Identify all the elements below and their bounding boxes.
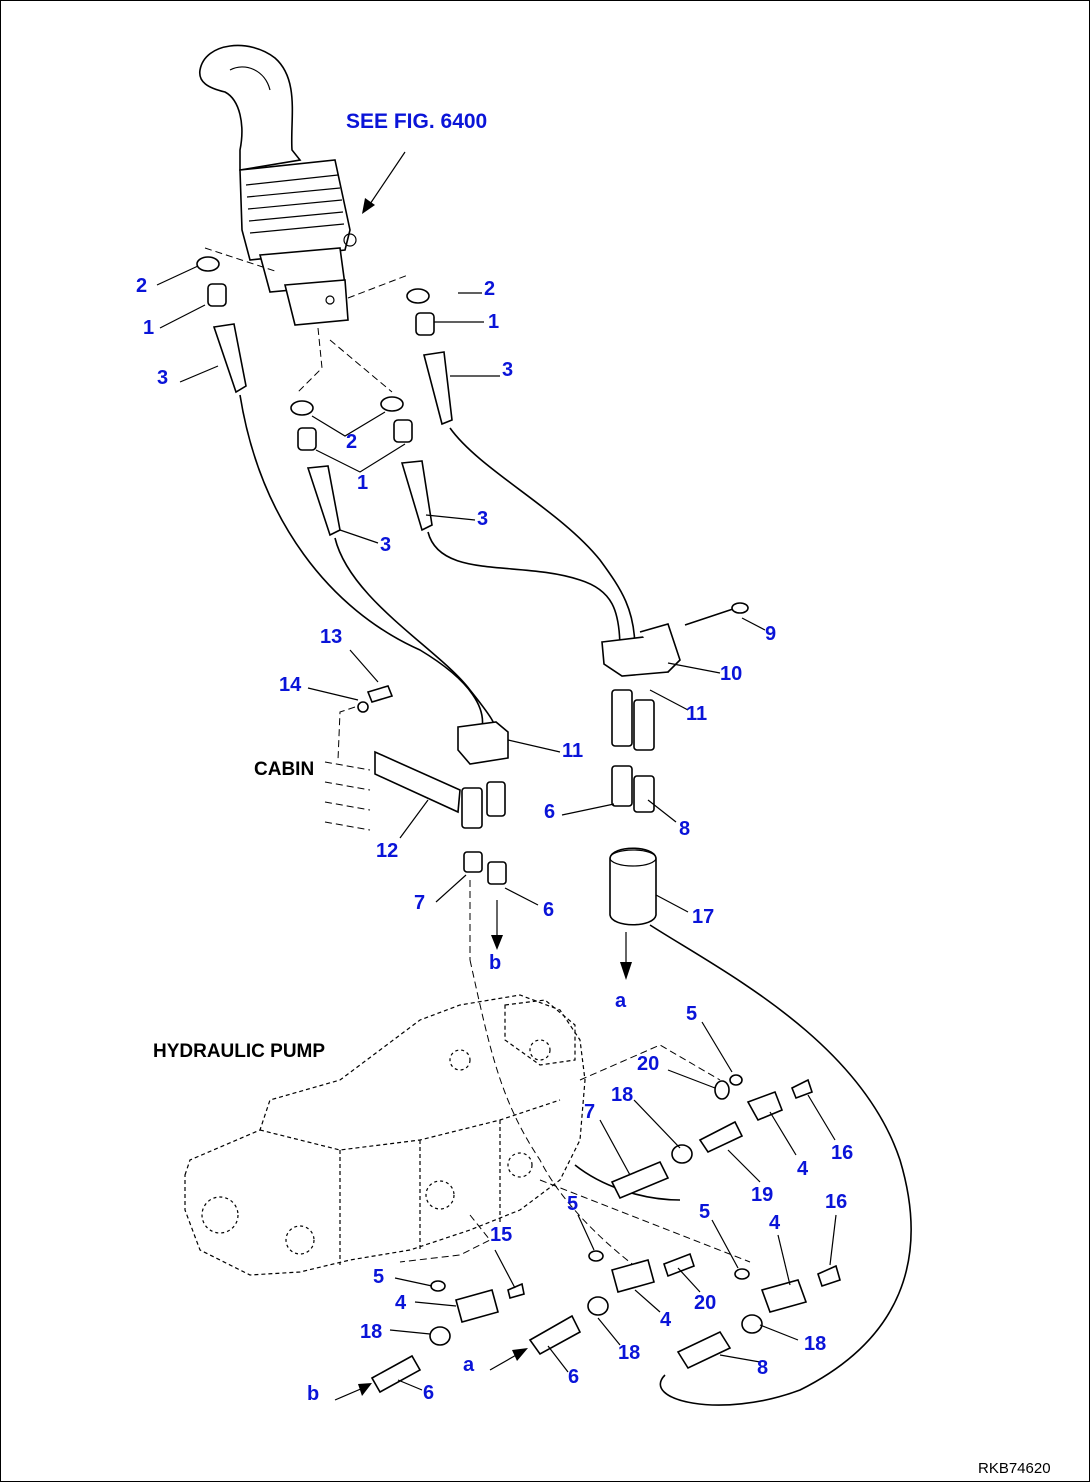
callout-18: 18	[360, 1321, 382, 1343]
callout-19: 19	[751, 1184, 773, 1206]
callout-16: 16	[825, 1191, 847, 1213]
callout-3: 3	[477, 508, 488, 530]
callout-5: 5	[373, 1266, 384, 1288]
callout-8: 8	[757, 1357, 768, 1379]
callout-13: 13	[320, 626, 342, 648]
callout-18: 18	[611, 1084, 633, 1106]
callout-7: 7	[584, 1101, 595, 1123]
callout-10: 10	[720, 663, 742, 685]
callout-20: 20	[694, 1292, 716, 1314]
callout-11: 11	[686, 703, 707, 725]
callout-2: 2	[484, 278, 495, 300]
control-lever	[199, 44, 357, 326]
callout-9: 9	[765, 623, 776, 645]
callout-1: 1	[143, 317, 154, 339]
drawing-code: RKB74620	[978, 1460, 1051, 1477]
callout-1: 1	[357, 472, 368, 494]
callout-4: 4	[797, 1158, 809, 1180]
callout-2: 2	[136, 275, 147, 297]
callout-6: 6	[423, 1382, 434, 1404]
ref-a: a	[615, 990, 627, 1012]
callout-15: 15	[490, 1224, 512, 1246]
ref-a: a	[463, 1354, 475, 1376]
callout-1: 1	[488, 311, 499, 333]
callout-6: 6	[543, 899, 554, 921]
cabin-label: CABIN	[254, 759, 314, 780]
callout-3: 3	[380, 534, 391, 556]
ref-b: b	[489, 952, 501, 974]
callout-6: 6	[568, 1366, 579, 1388]
callout-8: 8	[679, 818, 690, 840]
callout-18: 18	[618, 1342, 640, 1364]
callout-6: 6	[544, 801, 555, 823]
hydraulic-pump-label: HYDRAULIC PUMP	[153, 1041, 325, 1062]
callout-16: 16	[831, 1142, 853, 1164]
callout-5: 5	[567, 1193, 578, 1215]
callout-18: 18	[804, 1333, 826, 1355]
callout-4: 4	[395, 1292, 407, 1314]
callout-14: 14	[279, 674, 302, 696]
callout-3: 3	[502, 359, 513, 381]
callout-11: 11	[562, 740, 583, 762]
see-fig-label: SEE FIG. 6400	[346, 110, 487, 133]
callout-7: 7	[414, 892, 425, 914]
callout-5: 5	[699, 1201, 710, 1223]
callout-4: 4	[660, 1309, 672, 1331]
callout-17: 17	[692, 906, 714, 928]
callout-4: 4	[769, 1212, 781, 1234]
ref-b: b	[307, 1383, 319, 1405]
callout-12: 12	[376, 840, 398, 862]
hydraulic-pump	[184, 994, 586, 1276]
callout-20: 20	[637, 1053, 659, 1075]
callout-3: 3	[157, 367, 168, 389]
callout-2: 2	[346, 431, 357, 453]
callout-5: 5	[686, 1003, 697, 1025]
